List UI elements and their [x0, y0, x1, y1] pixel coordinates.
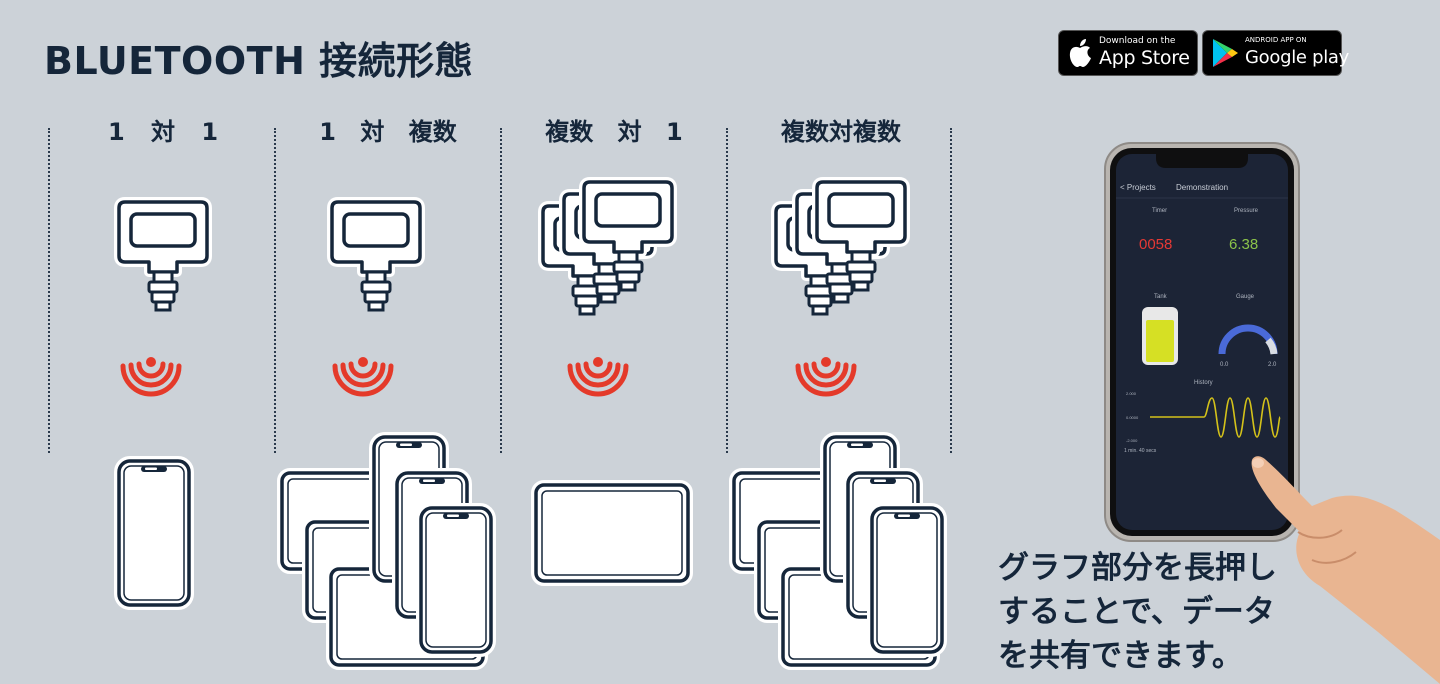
pressure-label: Pressure [1234, 208, 1259, 214]
column-divider [500, 128, 502, 453]
gauge-label: Gauge [1236, 294, 1255, 300]
google-play-icon [1213, 39, 1238, 67]
timer-value: 0058 [1139, 236, 1172, 253]
app-store-badge[interactable]: Download on the App Store [1058, 30, 1198, 76]
apple-badge-big-text: App Store [1099, 47, 1190, 69]
column-heading-many-to-many: 複数対複数 [781, 118, 901, 146]
gauge-min-label: 0.0 [1220, 362, 1229, 368]
apple-badge-small-text: Download on the [1099, 36, 1176, 46]
google-badge-big-text: Google play [1245, 47, 1350, 68]
column-divider [950, 128, 952, 453]
app-back-link[interactable]: < Projects [1120, 183, 1156, 192]
caption-line: グラフ部分を長押し [998, 550, 1277, 586]
apple-icon [1069, 39, 1091, 67]
smartphone-app-preview: < Projects Demonstration Timer Pressure … [1104, 142, 1300, 542]
column-divider [274, 128, 276, 453]
column-heading-one-to-many: 1 対 複数 [319, 118, 457, 146]
history-graph-line[interactable] [1150, 397, 1281, 438]
history-y-bottom: -2.000 [1126, 438, 1138, 443]
caption-line: を共有できます。 [998, 638, 1243, 674]
column-heading-one-to-one: 1 対 1 [107, 118, 219, 146]
google-play-badge[interactable]: ANDROID APP ON Google play [1202, 30, 1349, 76]
column-divider [726, 128, 728, 453]
pressure-value: 6.38 [1229, 236, 1258, 253]
history-y-top: 2.000 [1126, 391, 1137, 396]
gauge-max-label: 2.0 [1268, 362, 1277, 368]
google-badge-small-text: ANDROID APP ON [1245, 36, 1307, 44]
history-y-mid: 0.0000 [1126, 415, 1139, 420]
history-label: History [1194, 380, 1213, 386]
page-title: BLUETOOTH 接続形態 [44, 39, 474, 83]
column-divider [48, 128, 50, 453]
history-time-span: 1 min. 40 secs [1124, 448, 1157, 454]
tank-label: Tank [1154, 294, 1168, 300]
column-heading-many-to-one: 複数 対 1 [545, 118, 683, 146]
app-screen-title: Demonstration [1176, 183, 1228, 192]
timer-label: Timer [1152, 208, 1167, 214]
caption-line: することで、データ [998, 594, 1275, 630]
share-caption: グラフ部分を長押し することで、データ を共有できます。 [998, 546, 1298, 678]
